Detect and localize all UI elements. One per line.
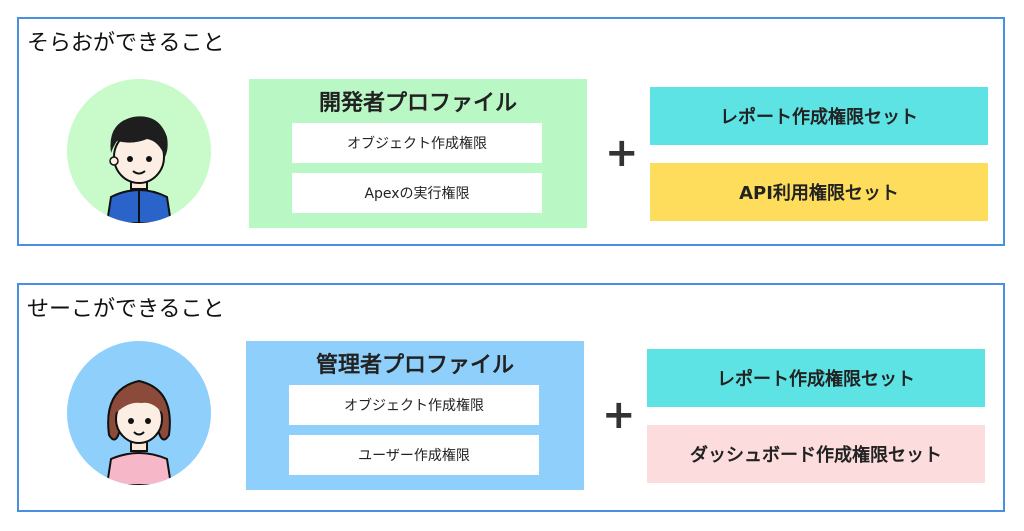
profile-box: 管理者プロファイル オブジェクト作成権限 ユーザー作成権限 — [246, 341, 584, 490]
user-panel-sorao: そらおができること 開発者プロファイル オブジェクト作成権限 Apexの実行権限… — [17, 17, 1005, 246]
panel-title: せーこができること — [27, 297, 225, 322]
plus-sign: + — [602, 392, 636, 438]
permission-item: Apexの実行権限 — [292, 173, 542, 213]
permission-set-box: ダッシュボード作成権限セット — [647, 425, 985, 483]
profile-title: 管理者プロファイル — [315, 353, 514, 378]
permission-item: オブジェクト作成権限 — [289, 385, 539, 425]
permission-set-box: レポート作成権限セット — [650, 87, 988, 145]
plus-sign: + — [605, 130, 639, 176]
permission-set-box: レポート作成権限セット — [647, 349, 985, 407]
permission-item: ユーザー作成権限 — [289, 435, 539, 475]
permission-item: オブジェクト作成権限 — [292, 123, 542, 163]
girl-avatar-icon — [67, 341, 211, 485]
panel-title: そらおができること — [27, 31, 225, 56]
permission-set-box: API利用権限セット — [650, 163, 988, 221]
profile-box: 開発者プロファイル オブジェクト作成権限 Apexの実行権限 — [249, 79, 587, 228]
user-panel-seiko: せーこができること 管理者プロファイル オブジェクト作成権限 ユーザー作成権限 … — [17, 283, 1005, 512]
boy-avatar-icon — [67, 79, 211, 223]
profile-title: 開発者プロファイル — [318, 91, 517, 116]
